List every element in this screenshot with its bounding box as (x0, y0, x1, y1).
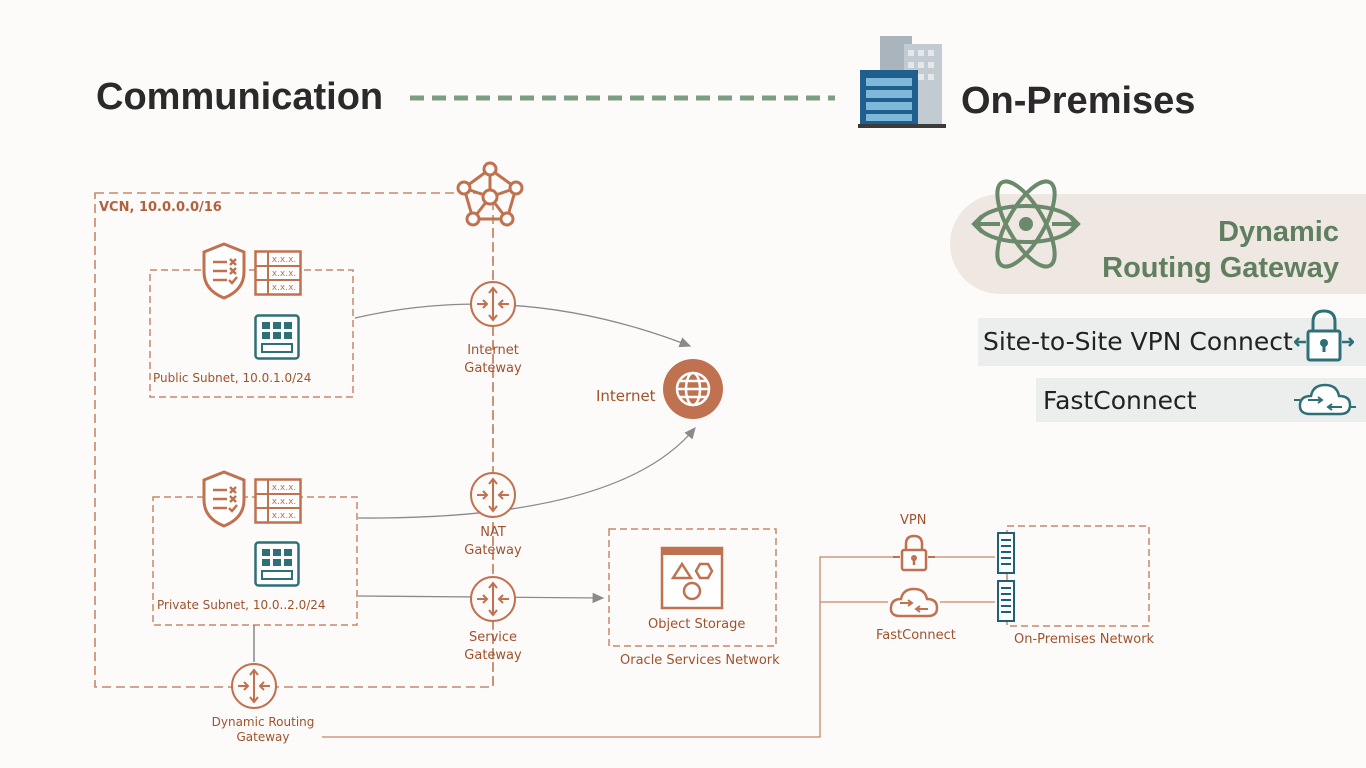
svg-text:x.x.x.: x.x.x. (272, 283, 297, 293)
private-subnet-label: Private Subnet, 10.0..2.0/24 (157, 598, 326, 612)
route-table-icon: x.x.x. x.x.x. x.x.x. (254, 250, 302, 296)
lock-icon (893, 533, 935, 573)
internet-gateway-icon (469, 280, 517, 328)
route-table-icon: x.x.x. x.x.x. x.x.x. (254, 478, 302, 524)
globe-icon (662, 358, 724, 420)
svg-text:x.x.x.: x.x.x. (272, 483, 297, 493)
cloud-icon (886, 584, 942, 622)
svg-text:x.x.x.: x.x.x. (272, 497, 297, 507)
oracle-services-label: Oracle Services Network (620, 653, 780, 668)
building-icon (858, 34, 948, 130)
svg-text:x.x.x.: x.x.x. (272, 511, 297, 521)
nat-to-internet-path (357, 426, 696, 519)
security-list-icon (201, 470, 247, 528)
vpn-label: VPN (900, 513, 927, 528)
service-gateway-icon (469, 575, 517, 623)
compute-icon (254, 314, 300, 360)
drg-icon (230, 662, 278, 710)
vcn-label: VCN, 10.0.0.0/16 (99, 200, 222, 215)
object-storage-icon (660, 546, 724, 610)
internet-label: Internet (596, 387, 656, 405)
fastconnect-label: FastConnect (876, 628, 956, 643)
communication-title: Communication (96, 76, 384, 118)
svg-text:x.x.x.: x.x.x. (272, 255, 297, 265)
compute-icon (254, 541, 300, 587)
drg-atom-icon (970, 170, 1082, 278)
object-storage-label: Object Storage (648, 617, 746, 632)
security-list-icon (201, 242, 247, 300)
onprem-network-label: On-Premises Network (1014, 632, 1155, 647)
server-icon (996, 532, 1016, 574)
public-to-internet-path (354, 303, 692, 348)
vpn-lock-icon (1294, 308, 1354, 364)
public-subnet-label: Public Subnet, 10.0.1.0/24 (153, 371, 312, 385)
svg-text:x.x.x.: x.x.x. (272, 269, 297, 279)
vpn-option-label: Site-to-Site VPN Connect (983, 327, 1293, 356)
oracle-services-box (608, 528, 777, 647)
on-premises-title: On-Premises (961, 80, 1196, 122)
server-icon (996, 580, 1016, 622)
public-subnet-box (149, 269, 354, 398)
fastconnect-option-label: FastConnect (1043, 386, 1197, 415)
fastconnect-cloud-icon (1294, 380, 1356, 420)
onprem-network-box (1006, 525, 1150, 627)
network-hub-icon (454, 161, 526, 229)
nat-gateway-icon (469, 471, 517, 519)
